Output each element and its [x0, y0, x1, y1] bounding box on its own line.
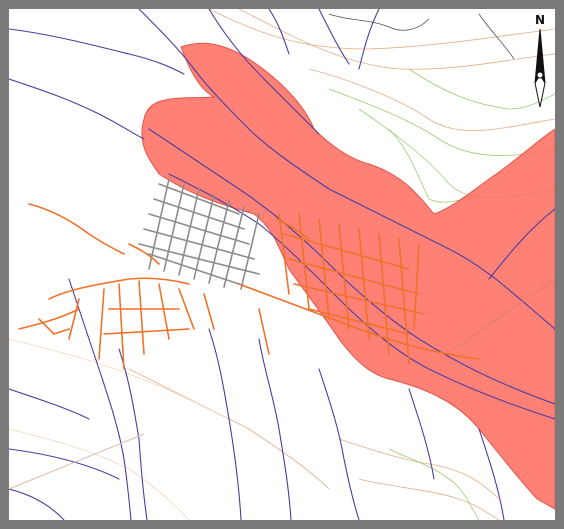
map-svg — [9, 9, 555, 520]
north-label: N — [534, 13, 546, 27]
town-street-grid — [138, 178, 260, 290]
orange-road-network — [18, 203, 480, 370]
map-canvas[interactable]: N — [9, 9, 555, 520]
hazard-zone-polygon[interactable] — [141, 42, 555, 510]
boundary-line-2 — [453, 278, 555, 350]
contour-lines — [9, 9, 555, 520]
boundary-line — [9, 433, 145, 490]
stream-network — [9, 9, 555, 520]
north-arrow-icon: N — [529, 13, 551, 109]
